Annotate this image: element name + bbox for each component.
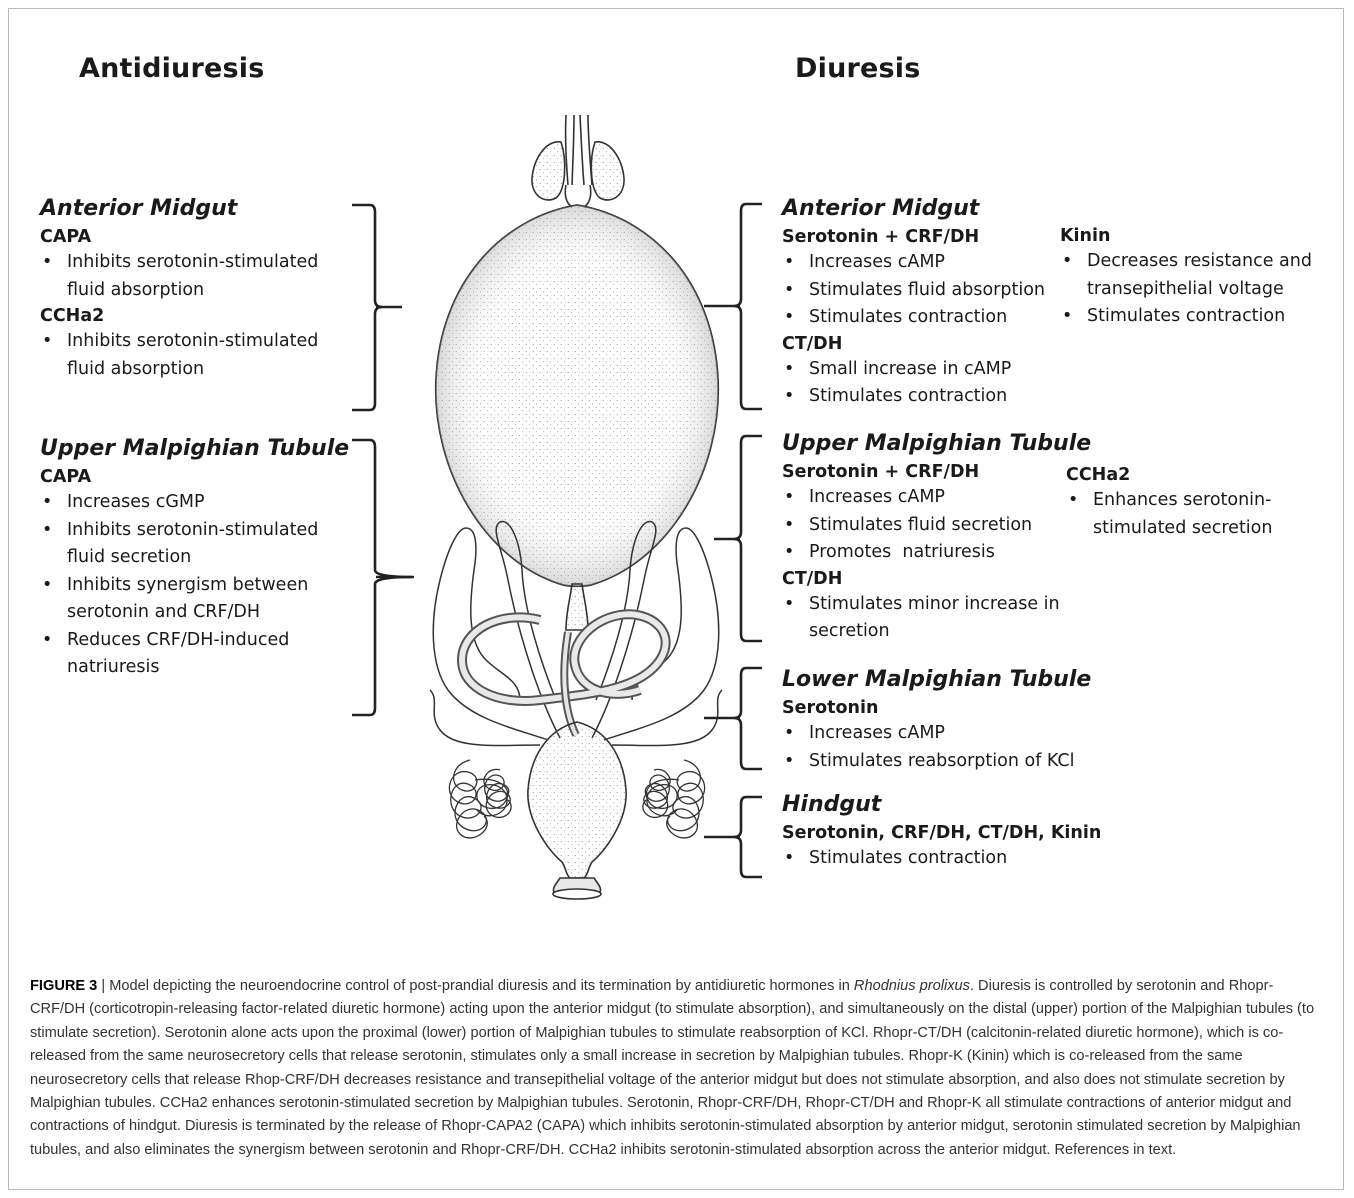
right-anterior-midgut-side: Kinin Decreases resistance and transepit… bbox=[1060, 226, 1334, 331]
effect-item: Decreases resistance and transepithelial… bbox=[1060, 248, 1332, 303]
antidiuresis-heading: Antidiuresis bbox=[79, 53, 265, 84]
right-anterior-midgut-block: Anterior Midgut Serotonin + CRF/DH Incre… bbox=[782, 196, 1072, 411]
agent-label: CAPA bbox=[40, 227, 360, 247]
effect-item: Increases cAMP bbox=[782, 484, 1072, 512]
section-title: Hindgut bbox=[782, 792, 1122, 817]
diuresis-heading: Diuresis bbox=[795, 53, 921, 84]
caption-text-rest: . Diuresis is controlled by serotonin an… bbox=[30, 978, 1314, 1158]
agent-label: Serotonin, CRF/DH, CT/DH, Kinin bbox=[782, 823, 1122, 843]
effect-list: Increases cAMP Stimulates fluid secretio… bbox=[782, 484, 1072, 567]
agent-label: CCHa2 bbox=[40, 306, 360, 326]
effect-list: Increases cAMP Stimulates fluid absorpti… bbox=[782, 249, 1072, 332]
species-name: Rhodnius prolixus bbox=[854, 978, 970, 994]
effect-item: Stimulates contraction bbox=[782, 383, 1072, 411]
effect-item: Increases cAMP bbox=[782, 720, 1112, 748]
effect-item: Stimulates fluid absorption bbox=[782, 277, 1072, 305]
effect-list: Increases cGMP Inhibits serotonin-stimul… bbox=[40, 489, 345, 682]
effect-item: Stimulates fluid secretion bbox=[782, 512, 1072, 540]
effect-item: Inhibits serotonin-stimulated fluid abso… bbox=[40, 328, 350, 383]
agent-label: CT/DH bbox=[782, 334, 1072, 354]
right-hindgut-block: Hindgut Serotonin, CRF/DH, CT/DH, Kinin … bbox=[782, 792, 1122, 873]
right-lower-mt-block: Lower Malpighian Tubule Serotonin Increa… bbox=[782, 667, 1112, 775]
anterior-midgut-organ bbox=[436, 205, 718, 586]
agent-label: Serotonin bbox=[782, 698, 1112, 718]
left-upper-mt-block: Upper Malpighian Tubule CAPA Increases c… bbox=[40, 436, 360, 682]
section-title: Anterior Midgut bbox=[40, 196, 360, 221]
effect-list: Increases cAMP Stimulates reabsorption o… bbox=[782, 720, 1112, 775]
effect-list: Inhibits serotonin-stimulated fluid abso… bbox=[40, 249, 350, 304]
section-title: Anterior Midgut bbox=[782, 196, 1072, 221]
effect-item: Inhibits serotonin-stimulated fluid abso… bbox=[40, 249, 350, 304]
right-upper-mt-side: CCHa2 Enhances serotonin-stimulated secr… bbox=[1066, 465, 1296, 542]
effect-item: Promotes natriuresis bbox=[782, 539, 1072, 567]
posterior-midgut bbox=[566, 584, 588, 630]
effect-item: Stimulates minor increase in secretion bbox=[782, 591, 1077, 646]
effect-item: Reduces CRF/DH-induced natriuresis bbox=[40, 627, 345, 682]
effect-item: Enhances serotonin-stimulated secretion bbox=[1066, 487, 1291, 542]
agent-label: Kinin bbox=[1060, 226, 1334, 246]
effect-item: Stimulates contraction bbox=[1060, 303, 1332, 331]
right-brackets bbox=[704, 204, 762, 877]
section-title: Lower Malpighian Tubule bbox=[782, 667, 1112, 692]
effect-list: Stimulates contraction bbox=[782, 845, 1112, 873]
effect-item: Increases cGMP bbox=[40, 489, 345, 517]
effect-item: Stimulates contraction bbox=[782, 304, 1072, 332]
effect-item: Stimulates contraction bbox=[782, 845, 1112, 873]
caption-text-start: Model depicting the neuroendocrine contr… bbox=[109, 978, 854, 994]
effect-list: Inhibits serotonin-stimulated fluid abso… bbox=[40, 328, 350, 383]
effect-item: Inhibits serotonin-stimulated fluid secr… bbox=[40, 517, 345, 572]
effect-list: Enhances serotonin-stimulated secretion bbox=[1066, 487, 1291, 542]
agent-label: Serotonin + CRF/DH bbox=[782, 462, 1082, 482]
right-upper-mt-block: Upper Malpighian Tubule Serotonin + CRF/… bbox=[782, 431, 1082, 646]
section-title: Upper Malpighian Tubule bbox=[40, 436, 360, 461]
agent-label: CCHa2 bbox=[1066, 465, 1296, 485]
hindgut-organ bbox=[528, 722, 626, 899]
agent-label: CAPA bbox=[40, 467, 360, 487]
effect-list: Stimulates minor increase in secretion bbox=[782, 591, 1077, 646]
effect-list: Small increase in cAMP Stimulates contra… bbox=[782, 356, 1072, 411]
figure-label: FIGURE 3 bbox=[30, 978, 97, 994]
figure-caption: FIGURE 3 | Model depicting the neuroendo… bbox=[30, 975, 1326, 1162]
agent-label: Serotonin + CRF/DH bbox=[782, 227, 1072, 247]
section-title: Upper Malpighian Tubule bbox=[782, 431, 1082, 456]
head-structures bbox=[532, 115, 624, 207]
caption-separator: | bbox=[97, 978, 109, 994]
effect-list: Decreases resistance and transepithelial… bbox=[1060, 248, 1332, 331]
effect-item: Increases cAMP bbox=[782, 249, 1072, 277]
effect-item: Small increase in cAMP bbox=[782, 356, 1072, 384]
left-anterior-midgut-block: Anterior Midgut CAPA Inhibits serotonin-… bbox=[40, 196, 360, 383]
left-brackets bbox=[352, 205, 414, 715]
effect-item: Inhibits synergism between serotonin and… bbox=[40, 572, 345, 627]
agent-label: CT/DH bbox=[782, 569, 1082, 589]
effect-item: Stimulates reabsorption of KCl bbox=[782, 748, 1112, 776]
